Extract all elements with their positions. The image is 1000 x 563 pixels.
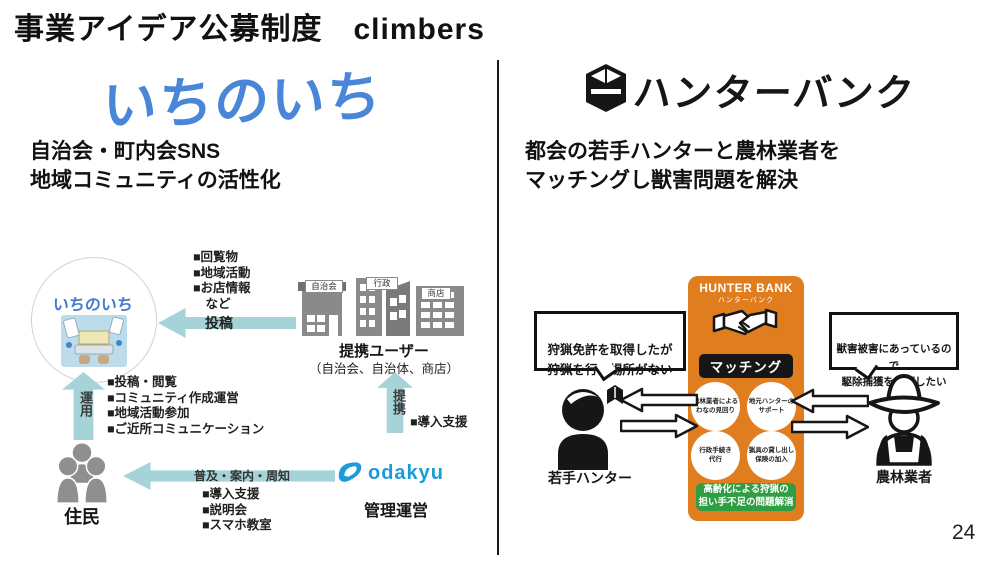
feature-circle: 行政手続き 代行 xyxy=(691,431,740,480)
post-items: ■回覧物 ■地域活動 ■お店情報 など xyxy=(193,250,251,312)
hunter-label: 若手ハンター xyxy=(548,470,632,486)
partner-user-label: 提携ユーザー xyxy=(339,343,429,360)
right-headline: 都会の若手ハンターと農林業者を マッチングし獣害問題を解決 xyxy=(525,138,840,196)
spread-item: ■スマホ教室 xyxy=(202,518,272,532)
operator-logo: odakyu xyxy=(336,459,444,487)
exchange-arrows-left-icon xyxy=(620,387,698,439)
farmer-label: 農林業者 xyxy=(876,469,932,485)
community-sns-illustration-icon xyxy=(61,315,127,367)
page-number: 24 xyxy=(952,521,976,544)
service-circle-logo: いちのいち xyxy=(52,297,134,314)
building-label: 商店 xyxy=(421,287,451,300)
hunterbank-card: HUNTER BANK ハンターバンク マッチング 農林業者による わなの見回り… xyxy=(688,276,804,521)
building-label: 自治会 xyxy=(305,280,343,293)
post-arrow-label: 投稿 xyxy=(205,315,233,331)
left-headline-line2: 地域コミュニティの活性化 xyxy=(30,168,281,192)
feature-circle: 農林業者による わなの見回り xyxy=(691,382,740,431)
operator-logo-text: odakyu xyxy=(368,461,445,484)
handshake-icon xyxy=(712,308,778,336)
spread-arrow-label: 普及・案内・周知 xyxy=(194,469,291,483)
operation-item: ■投稿・閲覧 xyxy=(107,375,178,389)
odakyu-swoosh-icon xyxy=(338,462,362,482)
farmer-speech-bubble: 獣害被害にあっているので 駆除捕獲を依頼したい xyxy=(829,312,959,388)
operation-arrow-label: 運用 xyxy=(78,391,93,417)
exchange-arrows-right-icon xyxy=(791,388,869,440)
farmer-icon xyxy=(868,374,940,466)
operation-item: ■コミュニティ作成運営 xyxy=(107,390,239,405)
left-headline: 自治会・町内会SNS 地域コミュニティの活性化 xyxy=(30,138,281,196)
alliance-item: ■導入支援 xyxy=(410,415,468,429)
spread-items: ■導入支援 ■説明会 ■スマホ教室 xyxy=(202,487,272,534)
matching-badge: マッチング xyxy=(699,354,793,378)
right-headline-line1: 都会の若手ハンターと農林業者を xyxy=(525,140,840,163)
post-item: ■お店情報 xyxy=(193,281,251,295)
bottom-note: 高齢化による狩猟の 担い手不足の問題解消 xyxy=(696,483,796,511)
spread-item: ■説明会 xyxy=(202,502,248,517)
bubble-tail xyxy=(593,357,618,382)
alliance-arrow-label: 提携 xyxy=(391,389,406,415)
card-subtitle: ハンターバンク xyxy=(717,297,775,304)
left-headline-line1: 自治会・町内会SNS xyxy=(30,140,221,163)
right-headline-line2: マッチングし獣害問題を解決 xyxy=(525,168,798,192)
operation-item: ■地域活動参加 xyxy=(107,406,190,420)
spread-item: ■導入支援 xyxy=(202,487,260,501)
operator-label: 管理運営 xyxy=(363,503,428,520)
post-item: ■地域活動 xyxy=(193,265,251,280)
operation-items: ■投稿・閲覧 ■コミュニティ作成運営 ■地域活動参加 ■ご近所コミュニケーション xyxy=(107,375,264,437)
hunter-speech-bubble: 狩猟免許を取得したが 狩猟を行う場所がない xyxy=(534,311,686,382)
post-item: ■回覧物 xyxy=(193,250,239,264)
feature-circle: 地元ハンターの サポート xyxy=(747,382,796,431)
partner-user-sub: （自治会、自治体、商店） xyxy=(308,362,459,376)
people-group-icon xyxy=(56,443,108,504)
center-divider xyxy=(497,60,499,555)
residents-label: 住民 xyxy=(64,507,100,527)
young-hunter-icon xyxy=(558,385,623,470)
feature-circle: 猟具の貸し出し 保険の加入 xyxy=(747,431,796,480)
slide-title: 事業アイデア公募制度 climbers xyxy=(14,13,485,46)
operation-item: ■ご近所コミュニケーション xyxy=(107,421,265,436)
ichinoichi-logo: いちのいち xyxy=(100,65,384,137)
post-item: など xyxy=(193,296,231,311)
hunterbank-logo-text: ハンターバンク xyxy=(631,73,918,115)
hunterbank-logo-icon xyxy=(586,64,626,112)
building-label: 行政 xyxy=(366,277,398,290)
card-title: HUNTER BANK xyxy=(699,281,793,295)
